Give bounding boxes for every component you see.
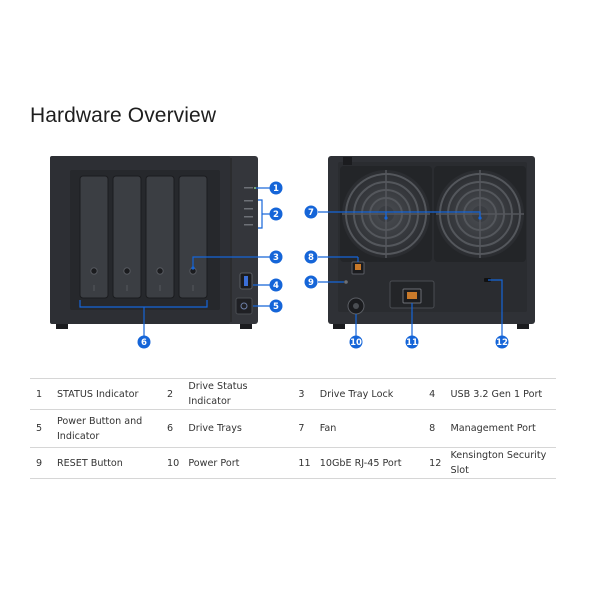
back-view <box>318 156 535 336</box>
callout-1: 1 <box>269 181 283 195</box>
ethernet-port-icon <box>351 261 365 275</box>
drive-trays <box>79 175 208 299</box>
legend-number: 4 <box>423 378 451 410</box>
reset-button-icon <box>344 280 348 284</box>
legend-label: Drive Tray Lock <box>319 378 424 410</box>
legend-label: Power Port <box>188 447 293 479</box>
callout-2: 2 <box>269 207 283 221</box>
ethernet-port-icon <box>389 280 435 309</box>
callout-5: 5 <box>269 299 283 313</box>
callout-11: 11 <box>405 335 419 349</box>
kensington-slot-icon <box>484 278 491 282</box>
callout-badges: 1 2 3 4 5 6 7 8 <box>137 181 509 349</box>
hdd-lock-icon <box>90 267 197 275</box>
callout-6: 6 <box>137 335 151 349</box>
callout-4: 4 <box>269 278 283 292</box>
svg-text:5: 5 <box>273 302 279 312</box>
legend-label: RESET Button <box>56 447 162 479</box>
legend-number: 12 <box>423 447 451 479</box>
svg-text:6: 6 <box>141 338 147 348</box>
legend-number: 11 <box>292 447 320 479</box>
component-legend: 1 STATUS Indicator 2 Drive Status Indica… <box>30 378 556 479</box>
callout-8: 8 <box>304 250 318 264</box>
legend-label: 10GbE RJ-45 Port <box>319 447 424 479</box>
power-port-icon <box>347 297 365 315</box>
svg-text:10: 10 <box>350 338 362 348</box>
legend-number: 3 <box>292 378 320 410</box>
legend-row: 1 STATUS Indicator 2 Drive Status Indica… <box>30 378 556 410</box>
svg-text:7: 7 <box>308 208 314 218</box>
page-title: Hardware Overview <box>30 104 217 127</box>
front-view <box>50 156 270 336</box>
legend-label: Power Button and Indicator <box>56 409 162 448</box>
legend-number: 10 <box>161 447 189 479</box>
svg-text:2: 2 <box>273 210 279 220</box>
legend-label: Drive Trays <box>188 409 293 448</box>
callout-7: 7 <box>304 205 318 219</box>
power-button-icon <box>235 297 253 315</box>
svg-text:9: 9 <box>308 278 314 288</box>
callout-12: 12 <box>495 335 509 349</box>
legend-number: 2 <box>161 378 189 410</box>
usb-port-icon <box>239 272 253 290</box>
callout-3: 3 <box>269 250 283 264</box>
legend-number: 6 <box>161 409 189 448</box>
svg-text:8: 8 <box>308 253 314 263</box>
callout-10: 10 <box>349 335 363 349</box>
legend-label: Management Port <box>450 409 556 448</box>
legend-row: 5 Power Button and Indicator 6 Drive Tra… <box>30 409 556 448</box>
svg-text:1: 1 <box>273 184 279 194</box>
hardware-diagram: 1 2 3 4 5 6 7 8 <box>50 156 535 349</box>
callout-9: 9 <box>304 275 318 289</box>
legend-label: Drive Status Indicator <box>188 378 293 410</box>
legend-number: 8 <box>423 409 451 448</box>
svg-text:11: 11 <box>406 338 418 348</box>
svg-text:3: 3 <box>273 253 279 263</box>
legend-number: 9 <box>30 447 57 479</box>
legend-label: Fan <box>319 409 424 448</box>
legend-number: 7 <box>292 409 320 448</box>
legend-number: 1 <box>30 378 57 410</box>
svg-text:4: 4 <box>273 281 279 291</box>
svg-text:12: 12 <box>496 338 508 348</box>
legend-number: 5 <box>30 409 57 448</box>
legend-label: STATUS Indicator <box>56 378 162 410</box>
legend-label: Kensington Security Slot <box>450 447 556 479</box>
legend-label: USB 3.2 Gen 1 Port <box>450 378 556 410</box>
legend-row: 9 RESET Button 10 Power Port 11 10GbE RJ… <box>30 447 556 479</box>
status-leds <box>244 187 256 226</box>
